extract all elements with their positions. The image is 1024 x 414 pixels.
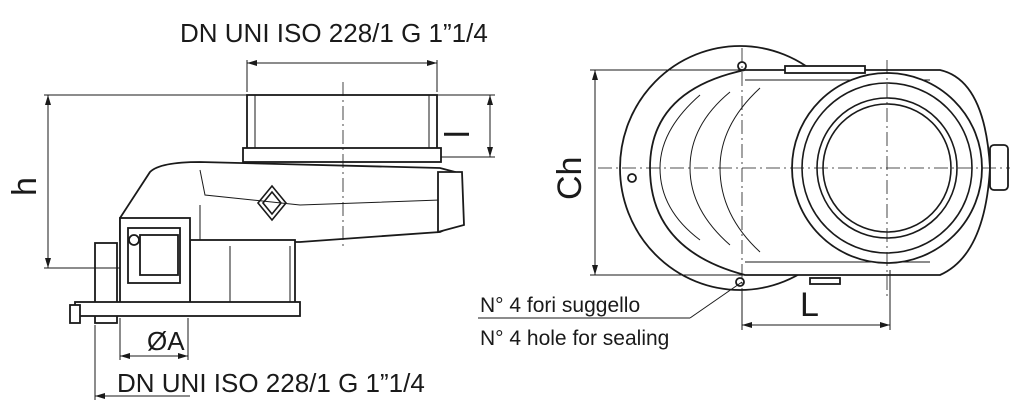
front-view (598, 45, 1010, 300)
side-view (69, 82, 465, 324)
dim-l-small-label: l (439, 130, 477, 138)
top-connection-label: DN UNI ISO 228/1 G 1”1/4 (180, 18, 488, 48)
side-view-dimensions (44, 60, 495, 400)
dim-h-label: h (6, 177, 44, 196)
dim-diameter-a-label: ØA (147, 326, 185, 356)
sealing-note-en: N° 4 hole for sealing (480, 327, 669, 350)
bottom-connection-label: DN UNI ISO 228/1 G 1”1/4 (117, 368, 425, 398)
dim-ch-label: Ch (551, 157, 589, 200)
dim-L-label: L (800, 286, 819, 324)
sealing-note-it: N° 4 fori suggello (480, 294, 640, 317)
front-view-dimensions (478, 69, 891, 330)
